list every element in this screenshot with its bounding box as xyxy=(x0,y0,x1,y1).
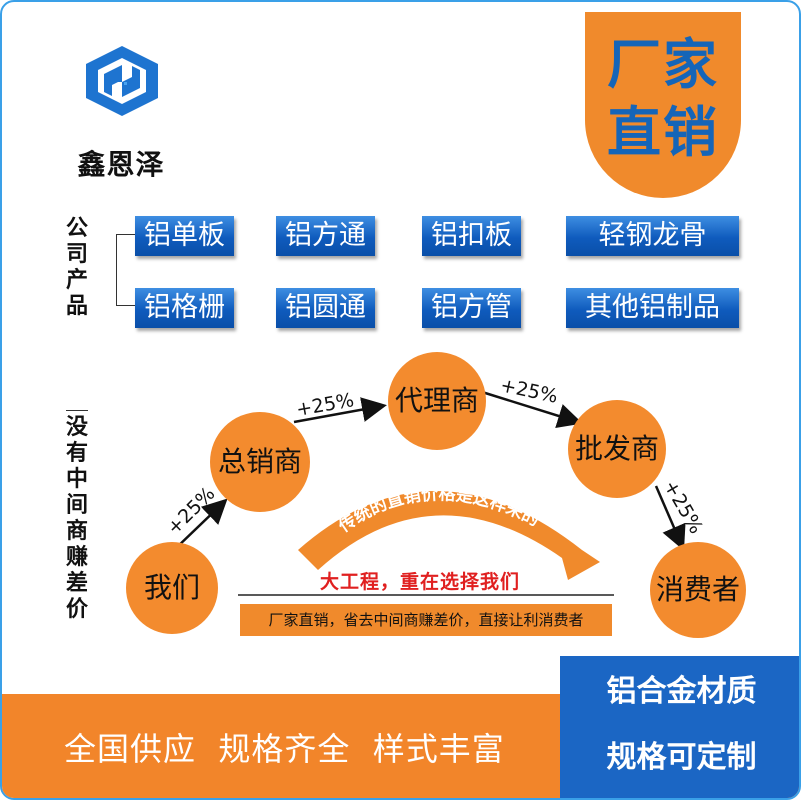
product-aluminum-square-tube[interactable]: 铝方通 xyxy=(276,216,375,256)
flow-label: 没 有 中 间 商 赚 差 价 xyxy=(64,410,90,623)
product-aluminum-grille[interactable]: 铝格栅 xyxy=(135,288,234,328)
products-bracket xyxy=(116,234,135,306)
flow-label-text: 没 有 中 间 商 赚 差 价 xyxy=(65,415,88,622)
node-agent: 代理商 xyxy=(388,352,486,450)
arrow-general-to-agent xyxy=(293,397,387,424)
product-aluminum-square-pipe[interactable]: 铝方管 xyxy=(422,288,521,328)
product-other-aluminum[interactable]: 其他铝制品 xyxy=(566,288,739,328)
product-light-steel-keel[interactable]: 轻钢龙骨 xyxy=(566,216,739,256)
node-consumer: 消费者 xyxy=(650,542,746,638)
traditional-price-banner xyxy=(298,491,600,580)
arrow-us-to-general xyxy=(173,498,228,551)
products-label: 公 司 产 品 xyxy=(64,216,90,320)
company-logo-icon xyxy=(86,46,158,116)
badge-line-2: 直销 xyxy=(607,101,719,164)
badge-line-1: 厂家 xyxy=(607,33,719,96)
footer-blue-panel xyxy=(560,656,799,798)
node-general-distributor: 总销商 xyxy=(210,412,310,512)
node-wholesaler: 批发商 xyxy=(568,400,666,498)
product-aluminum-round-tube[interactable]: 铝圆通 xyxy=(276,288,375,328)
arrow-wholesale-to-consumer xyxy=(654,485,686,551)
products-label-text: 公 司 产 品 xyxy=(65,216,88,319)
brand-name: 鑫恩泽 xyxy=(77,148,165,181)
slogan-sub: 厂家直销，省去中间商赚差价，直接让利消费者 xyxy=(240,604,612,636)
factory-direct-badge: 厂家 直销 xyxy=(585,12,741,198)
footer-custom-text: 规格可定制 xyxy=(606,740,757,775)
arrow-agent-to-wholesale xyxy=(481,390,583,428)
node-us: 我们 xyxy=(126,542,218,634)
slogan-main: 大工程，重在选择我们 xyxy=(320,571,521,593)
footer-material-text: 铝合金材质 xyxy=(606,674,757,709)
product-aluminum-buckle-plate[interactable]: 铝扣板 xyxy=(422,216,521,256)
footer-left-text: 全国供应 规格齐全 样式丰富 xyxy=(64,730,505,768)
product-aluminum-veneer[interactable]: 铝单板 xyxy=(135,216,234,256)
